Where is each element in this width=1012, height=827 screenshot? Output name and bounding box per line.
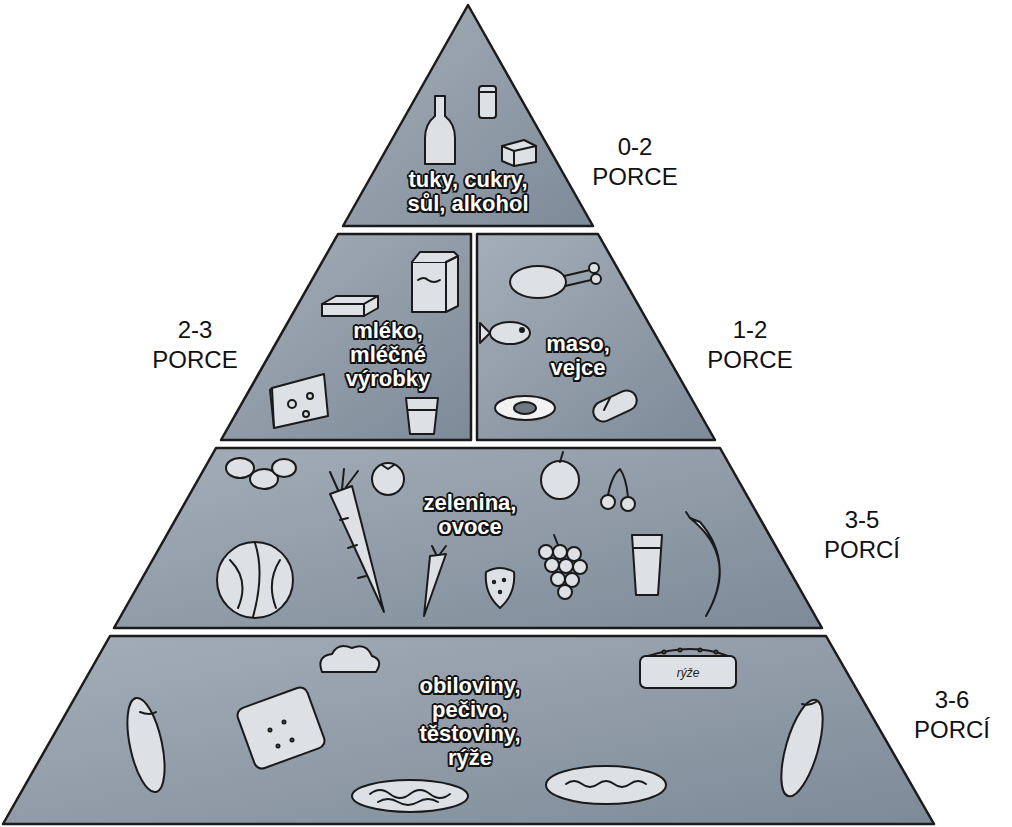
pyramid-band: mléko, mléčné výrobky2-3 PORCE: [221, 234, 471, 440]
apple: [541, 452, 579, 499]
food-group-label: mléko, mléčné výrobky: [332, 319, 444, 392]
food-group-label: maso, vejce: [536, 332, 620, 380]
glass: [406, 398, 438, 434]
food-group-label: zelenina, ovoce: [408, 491, 532, 539]
band-outline: [343, 5, 593, 226]
cherries: [601, 469, 635, 511]
pasta-plate: [352, 780, 468, 812]
portion-count: 1-2 PORCE: [700, 315, 800, 375]
juice-glass: [632, 535, 662, 595]
cabbage: [217, 542, 293, 618]
cheese-wedge: [270, 374, 328, 428]
bottle: [425, 96, 455, 164]
chicken-leg: [510, 263, 601, 298]
bread-loaf: [235, 685, 326, 770]
butter-block: [322, 296, 378, 316]
pyramid-band: obiloviny, pečivo, těstoviny, rýže3-6 PO…: [3, 636, 934, 824]
portion-count: 0-2 PORCE: [585, 132, 685, 192]
bread-roll: [120, 695, 171, 796]
portion-count: 3-5 PORCÍ: [812, 505, 912, 565]
milk-carton: [412, 252, 458, 312]
fish: [480, 322, 530, 344]
band-shape: [221, 234, 471, 440]
can: [479, 86, 496, 118]
grapes: [539, 535, 587, 599]
band-outline: [114, 448, 822, 628]
banana: [686, 512, 720, 616]
pyramid-band: zelenina, ovoce3-5 PORCÍ: [114, 448, 822, 628]
sausage: [590, 387, 640, 425]
egg-slice: [495, 396, 555, 420]
food-group-label: obiloviny, pečivo, těstoviny, rýže: [403, 674, 537, 771]
sugar-box: [502, 140, 536, 166]
band-outline: [3, 636, 934, 824]
bread-roll: [773, 696, 831, 801]
tomato: [372, 463, 404, 495]
rice-dish: [640, 649, 736, 689]
food-group-label: tuky, cukry, sůl, alkohol: [393, 168, 543, 216]
dish-plate: [546, 766, 666, 804]
bread-bun: [320, 646, 379, 672]
pyramid-band: tuky, cukry, sůl, alkohol0-2 PORCE: [343, 5, 593, 226]
portion-count: 2-3 PORCE: [145, 315, 245, 375]
potatoes: [226, 458, 296, 489]
dish-inscription: rýže: [677, 666, 700, 680]
portion-count: 3-6 PORCÍ: [902, 685, 1002, 745]
band-outline: [221, 234, 471, 440]
strawberry: [486, 568, 514, 608]
carrot: [424, 546, 446, 616]
pyramid-band: maso, vejce1-2 PORCE: [477, 234, 715, 440]
band-outline: [477, 234, 715, 440]
